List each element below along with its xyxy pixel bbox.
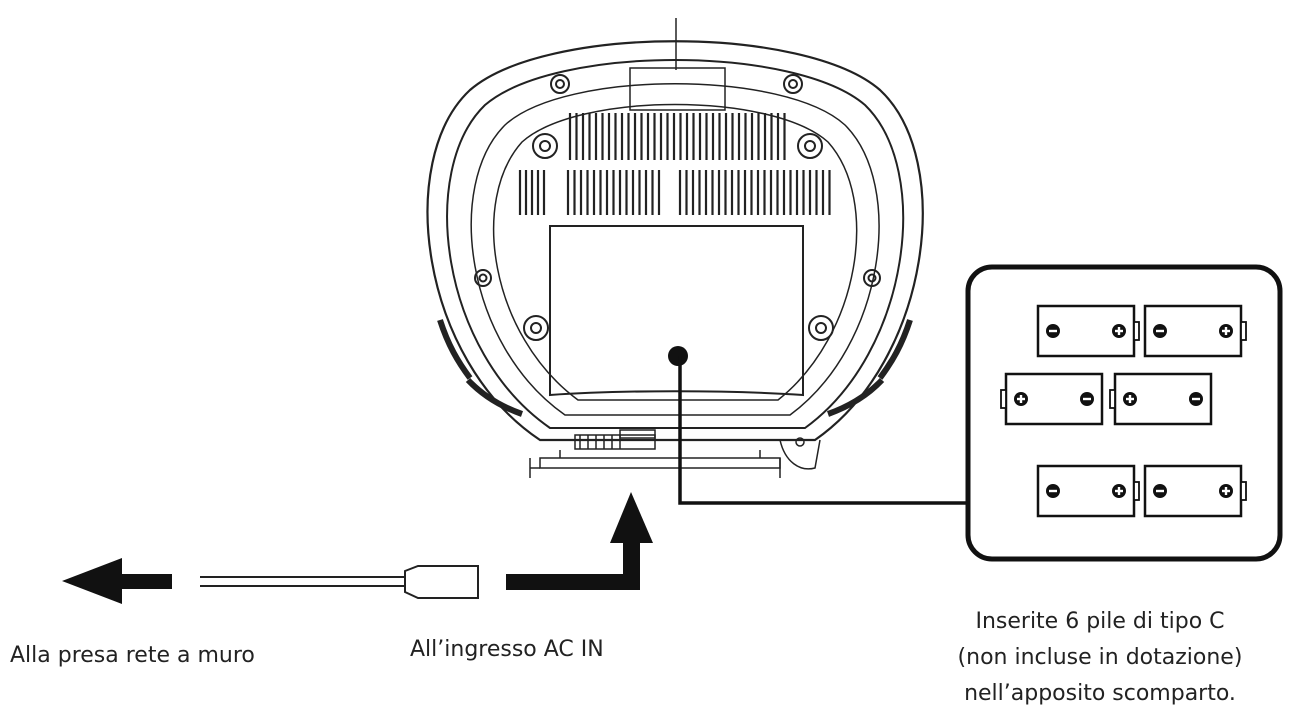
screw-side-left [474, 269, 492, 287]
battery-compartment-cover [549, 225, 804, 397]
screw-low-left [523, 315, 549, 341]
device-rear-view [426, 18, 924, 478]
vent-block-right [678, 170, 831, 215]
right-grip-slot [877, 319, 913, 380]
rating-label-plate [629, 67, 726, 111]
screw-mid-left [532, 133, 558, 159]
battery-instruction-line-3: nell’apposito scomparto. [964, 681, 1236, 706]
battery-instruction-line-2: (non incluse in dotazione) [957, 645, 1243, 670]
vent-row-top [568, 113, 786, 160]
ac-in-jack [668, 346, 688, 366]
device-foot-right [779, 439, 821, 470]
wall-outlet-label: Alla presa rete a muro [10, 643, 255, 668]
left-lower-slot [465, 377, 523, 417]
battery-slot-3 [1000, 372, 1104, 426]
ac-in-label: All’ingresso AC IN [410, 637, 604, 662]
foot-screw [795, 437, 805, 447]
battery-slot-4 [1109, 372, 1213, 426]
screw-top-right [783, 74, 803, 94]
telescopic-antenna [529, 450, 781, 478]
battery-instruction-line-1: Inserite 6 pile di tipo C [975, 609, 1225, 634]
speaker-vents [518, 113, 831, 215]
bottom-connector-strip [574, 429, 656, 450]
left-grip-slot [437, 319, 473, 380]
vent-block-center [566, 170, 661, 215]
power-cord [200, 565, 479, 599]
device-back-panel [493, 103, 858, 401]
battery-slot-1 [1036, 304, 1140, 358]
arrow-to-ac-in-icon [506, 492, 653, 590]
device-rim [470, 83, 880, 416]
screw-side-right [863, 269, 881, 287]
device-outer-shell [426, 40, 924, 442]
battery-instructions: Inserite 6 pile di tipo C (non incluse i… [930, 604, 1270, 712]
screw-mid-right [797, 133, 823, 159]
vent-block-left [518, 170, 546, 215]
power-plug [404, 565, 479, 599]
battery-slot-5 [1036, 464, 1140, 518]
battery-slot-2 [1143, 304, 1247, 358]
right-lower-slot [827, 377, 885, 417]
battery-slots [1000, 304, 1247, 518]
screw-low-right [808, 315, 834, 341]
battery-slot-6 [1143, 464, 1247, 518]
device-inner-shell [446, 59, 905, 429]
screw-top-left [550, 74, 570, 94]
arrow-to-wall-icon [62, 558, 172, 604]
battery-callout-line [678, 356, 968, 505]
